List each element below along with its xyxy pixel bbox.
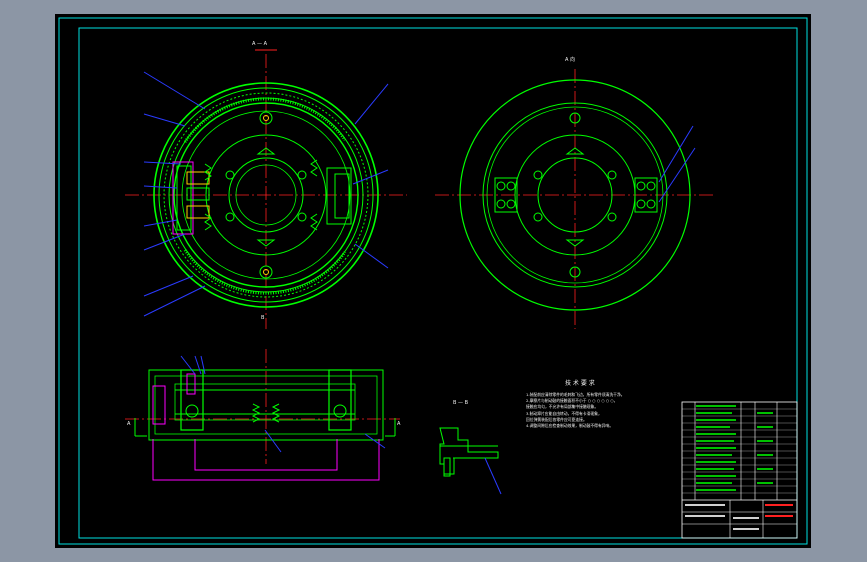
tech-requirement-line: 4.调整间隙后应检查制动效果，制动鼓不得有异响。: [526, 423, 614, 429]
section-bb-label: B — B: [453, 400, 469, 406]
cut-b-label: B: [261, 315, 265, 321]
title-block-red-marks: [765, 504, 793, 517]
cut-a-right-label: A: [397, 421, 401, 427]
tech-requirement-line: 接触应均匀，不允许有局部集中接触现象。: [526, 404, 599, 410]
parts-list-text-marks: [696, 405, 773, 491]
drawing-sheet: A — A A 向 B — B A A B 技 术 要 求 1.装配前应清除零件…: [55, 14, 811, 548]
view-a-label: A 向: [565, 57, 576, 63]
tech-requirement-line: 2.摩擦片与制动鼓的接触面积不小于 ○ ○ ○ ○ ○ ○，: [526, 398, 618, 404]
section-aa-view: [125, 49, 407, 329]
lower-section-view: [125, 349, 400, 481]
inner-border: [78, 27, 798, 539]
section-aa-label: A — A: [252, 41, 268, 47]
tech-requirement-line: 回位弹簧装配后各零件应可靠连接。: [526, 416, 587, 422]
cut-a-left-label: A: [127, 421, 131, 427]
tech-requirement-line: 1.装配前应清除零件的毛刺和飞边，所有零件须清洗干净。: [526, 392, 625, 397]
tech-requirements-list: 1.装配前应清除零件的毛刺和飞边，所有零件须清洗干净。 2.摩擦片与制动鼓的接触…: [526, 392, 625, 429]
section-bb-detail: [439, 427, 502, 495]
parts-list-rows: [682, 408, 797, 494]
tech-requirement-line: 3.制动蹄片应能自由转动，不得有卡滞现象，: [526, 410, 602, 416]
tech-requirements-title: 技 术 要 求: [565, 380, 595, 387]
cad-canvas: [58, 17, 808, 545]
title-block-small-marks: [685, 504, 759, 530]
view-a: [435, 69, 715, 329]
outer-border: [58, 17, 808, 545]
